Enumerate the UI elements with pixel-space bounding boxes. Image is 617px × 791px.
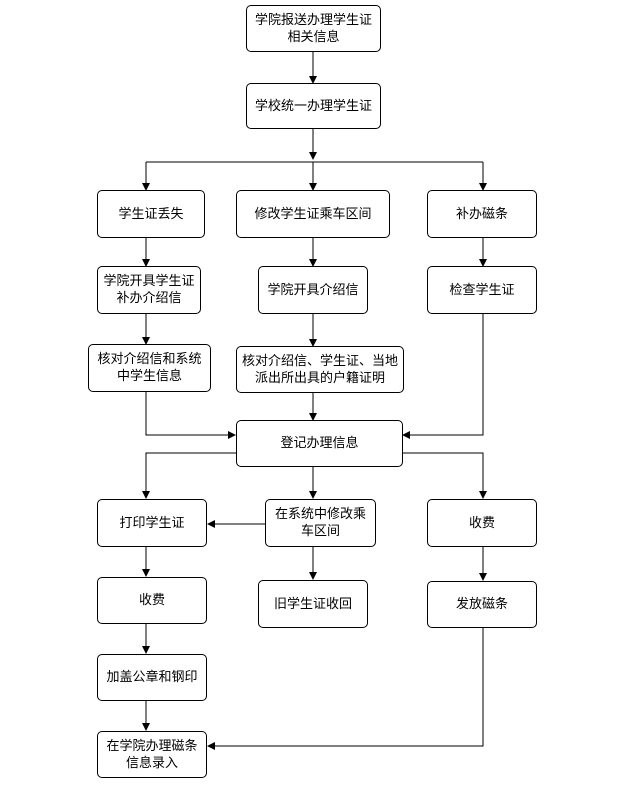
node-fee-left: 收费 <box>97 577 207 624</box>
node-verify-letter-card: 核对介绍信、学生证、当地派出所出具的户籍证明 <box>236 346 404 393</box>
node-school-unified: 学校统一办理学生证 <box>246 83 381 129</box>
node-college-letter-reissue: 学院开具学生证补办介绍信 <box>97 266 201 314</box>
node-enter-stripe-info: 在学院办理磁条信息录入 <box>97 731 207 778</box>
node-issue-stripe: 发放磁条 <box>427 581 537 628</box>
node-card-lost: 学生证丢失 <box>97 190 205 238</box>
edge-verify-to-register <box>145 392 236 439</box>
node-modify-in-system: 在系统中修改乘车区间 <box>265 499 376 547</box>
edge-register-to-print <box>142 452 236 499</box>
edge-issue-to-enter <box>207 628 484 750</box>
node-modify-interval: 修改学生证乘车区间 <box>236 190 390 238</box>
node-stamp-seal: 加盖公章和钢印 <box>97 654 207 701</box>
node-college-report: 学院报送办理学生证相关信息 <box>246 5 381 52</box>
node-register-info: 登记办理信息 <box>236 420 403 467</box>
edge-check-to-register <box>402 314 484 439</box>
node-recover-old-card: 旧学生证收回 <box>258 580 368 628</box>
node-print-card: 打印学生证 <box>97 499 207 547</box>
node-verify-letter-system: 核对介绍信和系统中学生信息 <box>88 344 211 392</box>
node-reissue-stripe: 补办磁条 <box>427 190 537 238</box>
node-fee-right: 收费 <box>427 499 537 547</box>
node-check-card: 检查学生证 <box>427 266 537 314</box>
node-college-letter: 学院开具介绍信 <box>258 266 368 314</box>
edge-register-to-fee <box>403 452 487 499</box>
